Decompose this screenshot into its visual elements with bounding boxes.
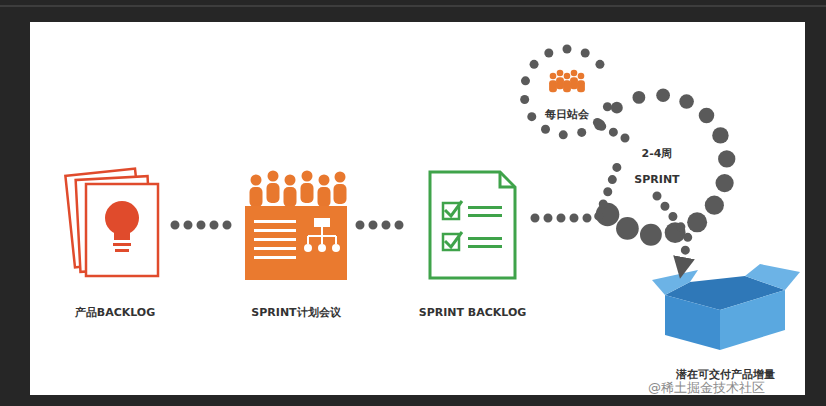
increment-node: 潜在可交付产品增量 [650,268,800,382]
dotted-connector [593,122,625,138]
loop-dot [563,45,572,54]
standup-node: 每日站会 [535,62,599,122]
loop-dot [687,212,707,232]
loop-dot [616,217,639,240]
standup-people-icon [549,70,585,93]
node-label: 每日站会 [543,107,591,122]
loop-dot [712,127,728,143]
planning-meeting-icon [245,171,347,281]
loop-dot [559,130,568,139]
node-label: SPRINT计划会议 [249,305,342,320]
loop-dot [544,49,553,58]
loop-dot [716,174,734,192]
loop-dot [541,125,550,134]
loop-dot [581,49,590,58]
dotted-connector [535,167,617,218]
loop-dot [640,224,662,246]
backlog-icon [65,169,158,276]
node-label: 潜在可交付产品增量 [674,367,777,382]
loop-dot [595,60,604,69]
sprint-loop-node: 2-4周 SPRINT [617,138,697,196]
loop-dot [611,102,623,114]
loop-dot [520,95,529,104]
watermark: @稀土掘金技术社区 [648,379,765,397]
loop-dot [718,150,735,167]
loop-dot [577,128,586,137]
loop-dot [521,76,530,85]
loop-dot [656,88,670,102]
node-label: 产品BACKLOG [73,305,158,320]
planning-node: SPRINT计划会议 [232,165,360,320]
sprint-loop-dots [520,45,735,246]
node-label: SPRINT BACKLOG [417,305,529,320]
frame-line [0,6,826,7]
loop-dot [679,94,694,109]
loop-dot [632,91,645,104]
backlog-node: 产品BACKLOG [55,165,175,320]
loop-dot [705,196,724,215]
loop-dot [603,102,612,111]
white-panel [30,22,805,395]
node-label: 2-4周 SPRINT [617,141,697,193]
dotted-connector [360,221,410,230]
dotted-connector [657,196,688,268]
loop-dot [699,108,715,124]
loop-dot [530,60,539,69]
dotted-connector [175,221,232,230]
increment-box-icon [652,264,800,350]
loop-dot [527,112,536,121]
sprint-backlog-node: SPRINT BACKLOG [410,165,535,320]
sprint-backlog-icon [430,172,515,278]
